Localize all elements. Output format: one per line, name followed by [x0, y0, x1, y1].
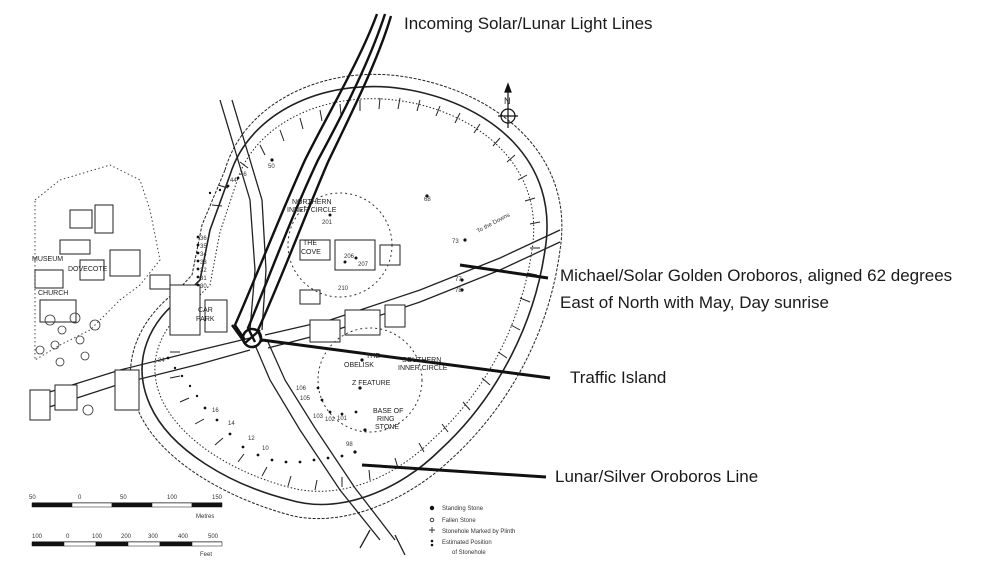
cove-label-1: THE	[303, 240, 317, 247]
museum-label: MUSEUM	[32, 256, 63, 263]
light-lines-callout: Incoming Solar/Lunar Light Lines	[404, 14, 653, 33]
southern-circle-label-1: SOUTHERN	[402, 357, 441, 364]
michael-line-callout-1: Michael/Solar Golden Oroboros, aligned 6…	[560, 266, 953, 285]
legend-item: Standing Stone	[442, 506, 484, 512]
metres-tick: 100	[167, 495, 178, 501]
callout-pointers	[261, 263, 551, 479]
metres-tick: 150	[212, 495, 223, 501]
stones	[166, 158, 467, 464]
legend-item: Estimated Position	[442, 540, 492, 546]
village-buildings	[29, 204, 406, 421]
feet-tick: 300	[148, 534, 159, 540]
feet-tick: 200	[121, 534, 132, 540]
stone-number: 30	[200, 284, 207, 290]
stone-number: 10	[262, 446, 269, 452]
metres-tick: 50	[29, 495, 36, 501]
southern-circle-label-2: INNER CIRCLE	[398, 365, 448, 372]
dovecote-label: DOVECOTE	[68, 266, 108, 273]
stone-number: 31	[200, 276, 207, 282]
to-downs-label: To the Downs	[476, 212, 511, 234]
church-label: CHURCH	[38, 290, 68, 297]
legend-text: Standing Stone Fallen Stone Stonehole Ma…	[442, 506, 515, 556]
scale-bars	[31, 502, 223, 547]
car-park-label-2: PARK	[196, 316, 215, 323]
stone-number: 35	[200, 244, 207, 250]
stone-number: 210	[338, 286, 349, 292]
obelisk-label-1: THE	[366, 353, 380, 360]
stone-number: 78	[455, 288, 462, 294]
trees	[35, 312, 101, 416]
roads	[39, 99, 561, 556]
grounds-boundary	[34, 164, 161, 361]
stone-number: 207	[358, 262, 369, 268]
cove-label-2: COVE	[301, 249, 321, 256]
feet-unit: Feet	[200, 552, 212, 558]
traffic-island-callout: Traffic Island	[570, 368, 667, 387]
northern-circle-label-2: INNER CIRCLE	[287, 207, 337, 214]
feet-tick: 100	[32, 534, 43, 540]
legend-symbols	[429, 505, 435, 547]
lunar-line-callout: Lunar/Silver Oroboros Line	[555, 467, 759, 486]
stone-number: 105	[300, 396, 311, 402]
ring-stone-label-1: BASE OF	[373, 408, 403, 415]
metres-unit: Metres	[196, 514, 214, 520]
light-lines	[231, 13, 393, 345]
feet-tick: 100	[92, 534, 103, 540]
stone-number: 46	[240, 172, 247, 178]
stone-numbers: 50 68 73 77 78 201 206 207 210 36 35 34 …	[158, 164, 462, 452]
stone-number: 12	[248, 436, 255, 442]
metres-tick: 50	[120, 495, 127, 501]
michael-line-callout-2: East of North with May, Day sunrise	[560, 293, 829, 312]
obelisk-label-2: OBELISK	[344, 362, 374, 369]
car-park-label-1: CAR	[198, 307, 213, 314]
stone-number: 36	[200, 236, 207, 242]
stone-number: 50	[268, 164, 275, 170]
stone-number: 102	[325, 417, 336, 423]
stone-number: 34	[200, 252, 207, 258]
stone-number: 101	[337, 416, 348, 422]
stone-number: 77	[455, 277, 462, 283]
stone-number: 33	[200, 260, 207, 266]
legend-item: Fallen Stone	[442, 518, 476, 524]
inner-circles	[287, 192, 423, 433]
stone-number: 68	[424, 197, 431, 203]
stone-number: 73	[452, 239, 459, 245]
map-text: NORTHERN INNER CIRCLE SOUTHERN INNER CIR…	[32, 96, 511, 431]
stone-number: 103	[313, 414, 324, 420]
stone-number: 98	[346, 442, 353, 448]
feet-tick: 500	[208, 534, 219, 540]
stone-number: 16	[212, 408, 219, 414]
stone-number: 32	[200, 268, 207, 274]
legend-item: Stonehole Marked by Plinth	[442, 529, 515, 535]
ring-stone-label-3: STONE	[375, 424, 399, 431]
stone-number: 206	[344, 254, 355, 260]
scale-text: 50 0 50 100 150 Metres 100 0 100 200 300…	[29, 495, 223, 558]
feet-tick: 0	[66, 534, 70, 540]
stone-number: 44	[230, 178, 237, 184]
feet-tick: 400	[178, 534, 189, 540]
stone-number: 201	[322, 220, 333, 226]
north-label: N	[504, 96, 511, 106]
north-arrow	[498, 82, 518, 128]
stone-number: 24	[158, 358, 165, 364]
northern-circle-label-1: NORTHERN	[292, 199, 332, 206]
stone-number: 106	[296, 386, 307, 392]
ring-stone-label-2: RING	[377, 416, 395, 423]
z-feature-label: Z FEATURE	[352, 380, 391, 387]
legend-item: of Stonehole	[452, 550, 486, 556]
stone-number: 14	[228, 421, 235, 427]
metres-tick: 0	[78, 495, 82, 501]
